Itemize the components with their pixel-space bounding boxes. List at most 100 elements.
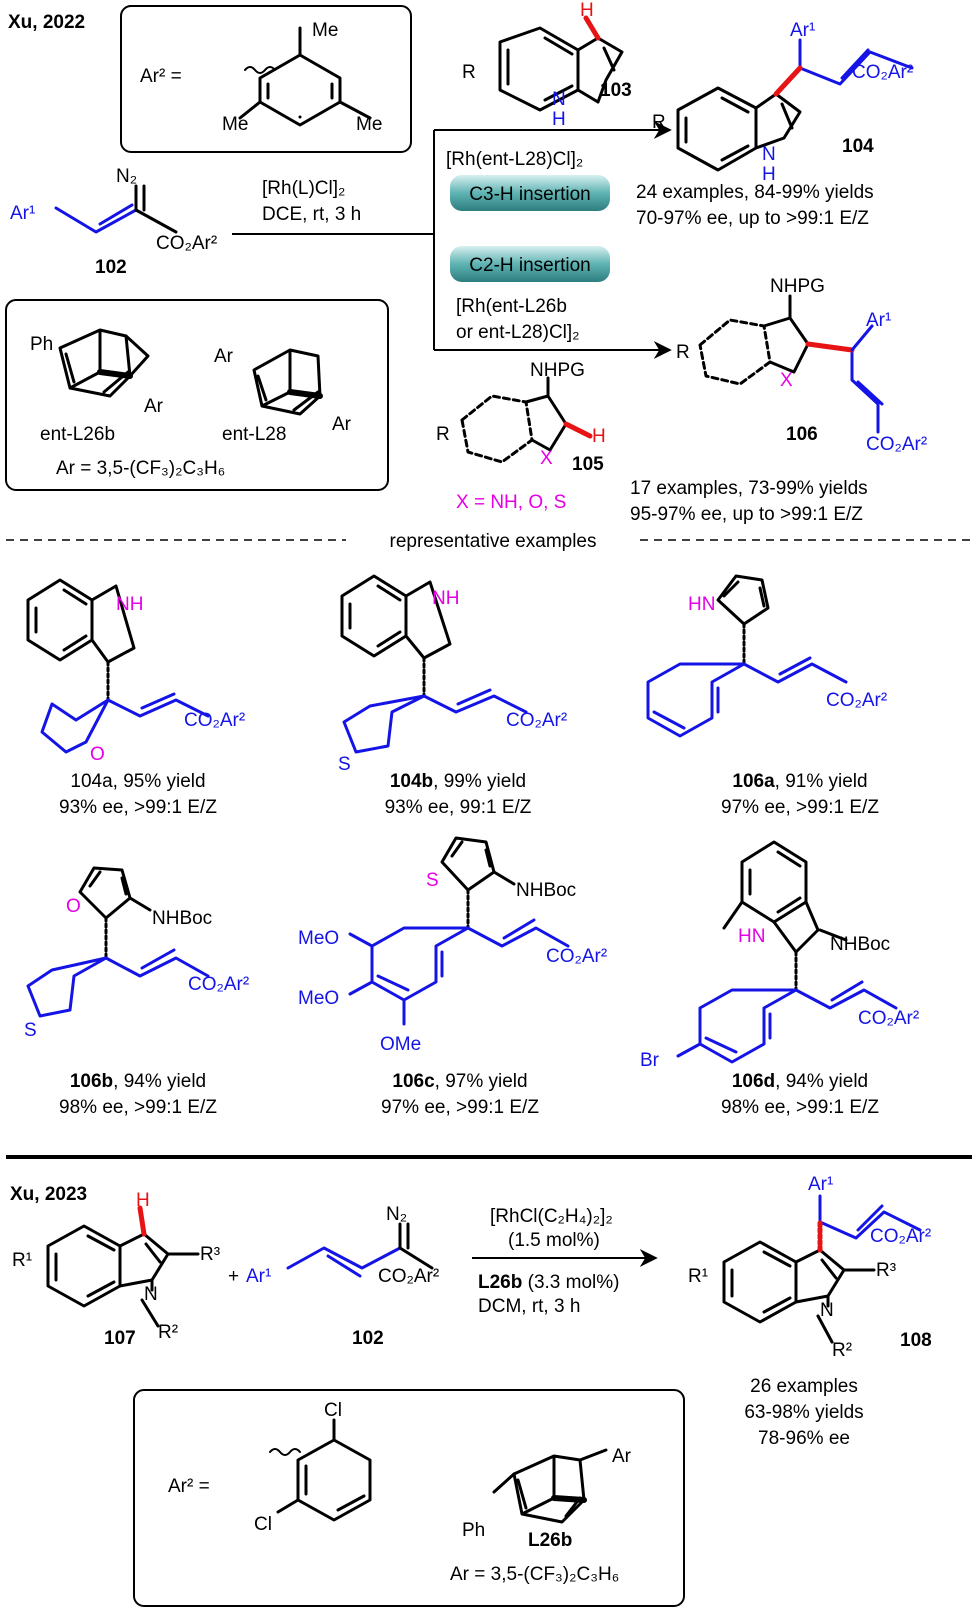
ex2-line1: 104b, 99% yield bbox=[390, 771, 526, 792]
heading-2022: Xu, 2022 bbox=[8, 12, 85, 33]
example-104a-structure bbox=[26, 578, 210, 754]
i107-number: 107 bbox=[104, 1328, 136, 1349]
ex4-line1: 106b, 94% yield bbox=[70, 1071, 206, 1092]
upper-catalyst: [Rh(ent-L28)Cl]₂ bbox=[446, 149, 583, 170]
lower-catalyst-1: [Rh(ent-L26b bbox=[456, 296, 567, 317]
me-right: Me bbox=[356, 114, 382, 135]
ex6-nhboc: NHBoc bbox=[830, 934, 890, 955]
p104-n: N bbox=[762, 144, 776, 165]
diazo-102-structure bbox=[54, 184, 178, 234]
box2-ar2-label: Ar² = bbox=[168, 1476, 210, 1497]
ligand-ar-def: Ar = 3,5-(CF₃)₂C₃H₆ bbox=[56, 458, 225, 479]
c3-insertion-button[interactable] bbox=[450, 175, 610, 211]
s105-nhpg: NHPG bbox=[530, 360, 585, 381]
ex6-hn: HN bbox=[738, 926, 765, 947]
ar2-label: Ar² = bbox=[140, 66, 182, 87]
p108-summary-3: 78-96% ee bbox=[758, 1428, 850, 1449]
mesityl-structure bbox=[238, 26, 372, 127]
box2-ar: Ar bbox=[612, 1446, 632, 1467]
branch-line bbox=[232, 130, 435, 350]
p108-r2: R² bbox=[832, 1340, 852, 1361]
c2-insertion-button[interactable] bbox=[450, 246, 610, 282]
p104-wedge bbox=[773, 65, 803, 97]
ex4-nhboc: NHBoc bbox=[152, 908, 212, 929]
ex1-nh: NH bbox=[116, 594, 143, 615]
s105-x: X bbox=[540, 448, 553, 469]
c3-insertion-label: C3-H insertion bbox=[469, 184, 590, 205]
c2-insertion-label: C2-H insertion bbox=[469, 255, 590, 276]
l26b-ph: Ph bbox=[30, 334, 53, 355]
ex3-line2: 97% ee, >99:1 E/Z bbox=[721, 797, 879, 818]
i103-h: H bbox=[552, 109, 566, 130]
example-106c-structure bbox=[348, 836, 570, 1026]
ex5-meo-2: MeO bbox=[298, 988, 339, 1009]
ex4-s: S bbox=[24, 1020, 37, 1041]
ex3-hn: HN bbox=[688, 594, 715, 615]
l28-ar-2: Ar bbox=[332, 414, 352, 435]
i107-r1: R¹ bbox=[12, 1250, 32, 1271]
ex5-line1: 106c, 97% yield bbox=[392, 1071, 527, 1092]
ex5-line2: 97% ee, >99:1 E/Z bbox=[381, 1097, 539, 1118]
example-106a-structure bbox=[646, 574, 848, 738]
p104-h: H bbox=[762, 164, 776, 185]
i107-n: N bbox=[144, 1284, 158, 1305]
ex1-o: O bbox=[90, 744, 105, 765]
ex3-ester: CO₂Ar² bbox=[826, 690, 887, 711]
p108-ar1: Ar¹ bbox=[808, 1174, 833, 1195]
p104-summary-1: 24 examples, 84-99% yields bbox=[636, 182, 874, 203]
l28-ar-1: Ar bbox=[214, 346, 234, 367]
box2-cl-1: Cl bbox=[324, 1400, 342, 1421]
indole-103-structure bbox=[498, 26, 624, 112]
ex5-nhboc: NHBoc bbox=[516, 880, 576, 901]
ligand-l28-structure bbox=[252, 348, 323, 416]
ar2-dichlorophenyl-box bbox=[133, 1389, 685, 1607]
ar2-mesityl-box bbox=[120, 5, 412, 153]
p106-summary-1: 17 examples, 73-99% yields bbox=[630, 478, 868, 499]
p106-summary-2: 95-97% ee, up to >99:1 E/Z bbox=[630, 504, 863, 525]
r102-ar1: Ar¹ bbox=[10, 203, 35, 224]
me-left: Me bbox=[222, 114, 248, 135]
i103-h-c3: H bbox=[580, 0, 594, 21]
s105-h: H bbox=[592, 426, 606, 447]
ex6-line1: 106d, 94% yield bbox=[732, 1071, 868, 1092]
cond2-solvent: DCM, rt, 3 h bbox=[478, 1296, 580, 1317]
r102-number: 102 bbox=[95, 257, 127, 278]
p104-ester: CO₂Ar² bbox=[852, 62, 913, 83]
ex4-ester: CO₂Ar² bbox=[188, 974, 249, 995]
example-106d-structure bbox=[676, 840, 898, 1064]
cond2-catalyst: [RhCl(C₂H₄)₂]₂ bbox=[490, 1206, 613, 1227]
ligand-l26b-structure bbox=[58, 328, 150, 398]
indole-107-structure bbox=[46, 1224, 200, 1328]
ligand-box bbox=[5, 299, 389, 491]
box2-ligand: L26b bbox=[528, 1530, 572, 1551]
r102b-ester: CO₂Ar² bbox=[378, 1266, 439, 1287]
dichlorophenyl-structure bbox=[269, 1418, 372, 1522]
r102-ester: CO₂Ar² bbox=[156, 233, 217, 254]
product-104-structure bbox=[676, 38, 914, 172]
ex2-line2: 93% ee, 99:1 E/Z bbox=[385, 797, 532, 818]
example-106b-structure bbox=[26, 866, 210, 1018]
p108-number: 108 bbox=[900, 1330, 932, 1351]
s105-number: 105 bbox=[572, 454, 604, 475]
p106-x: X bbox=[780, 370, 793, 391]
p106-nhpg: NHPG bbox=[770, 276, 825, 297]
ex3-line1: 106a, 91% yield bbox=[732, 771, 867, 792]
ex1-ester: CO₂Ar² bbox=[184, 710, 245, 731]
l26b-ar: Ar bbox=[144, 396, 164, 417]
lower-catalyst-2: or ent-L28)Cl]₂ bbox=[456, 322, 580, 343]
p108-r3: R³ bbox=[876, 1260, 896, 1281]
i103-number: 103 bbox=[600, 80, 632, 101]
ex5-ester: CO₂Ar² bbox=[546, 946, 607, 967]
p106-ester: CO₂Ar² bbox=[866, 434, 927, 455]
ex2-s: S bbox=[338, 754, 351, 775]
example-104b-structure bbox=[340, 574, 528, 754]
i107-r2: R² bbox=[158, 1322, 178, 1343]
l28-name: ent-L28 bbox=[222, 424, 286, 445]
product-106-structure bbox=[698, 294, 884, 434]
ex1-line1: 104a, 95% yield bbox=[70, 771, 205, 792]
heading-2023: Xu, 2023 bbox=[10, 1184, 87, 1205]
r102-n2: N₂ bbox=[116, 166, 137, 187]
l26b-name: ent-L26b bbox=[40, 424, 115, 445]
r102b-ar1: Ar¹ bbox=[246, 1266, 271, 1287]
